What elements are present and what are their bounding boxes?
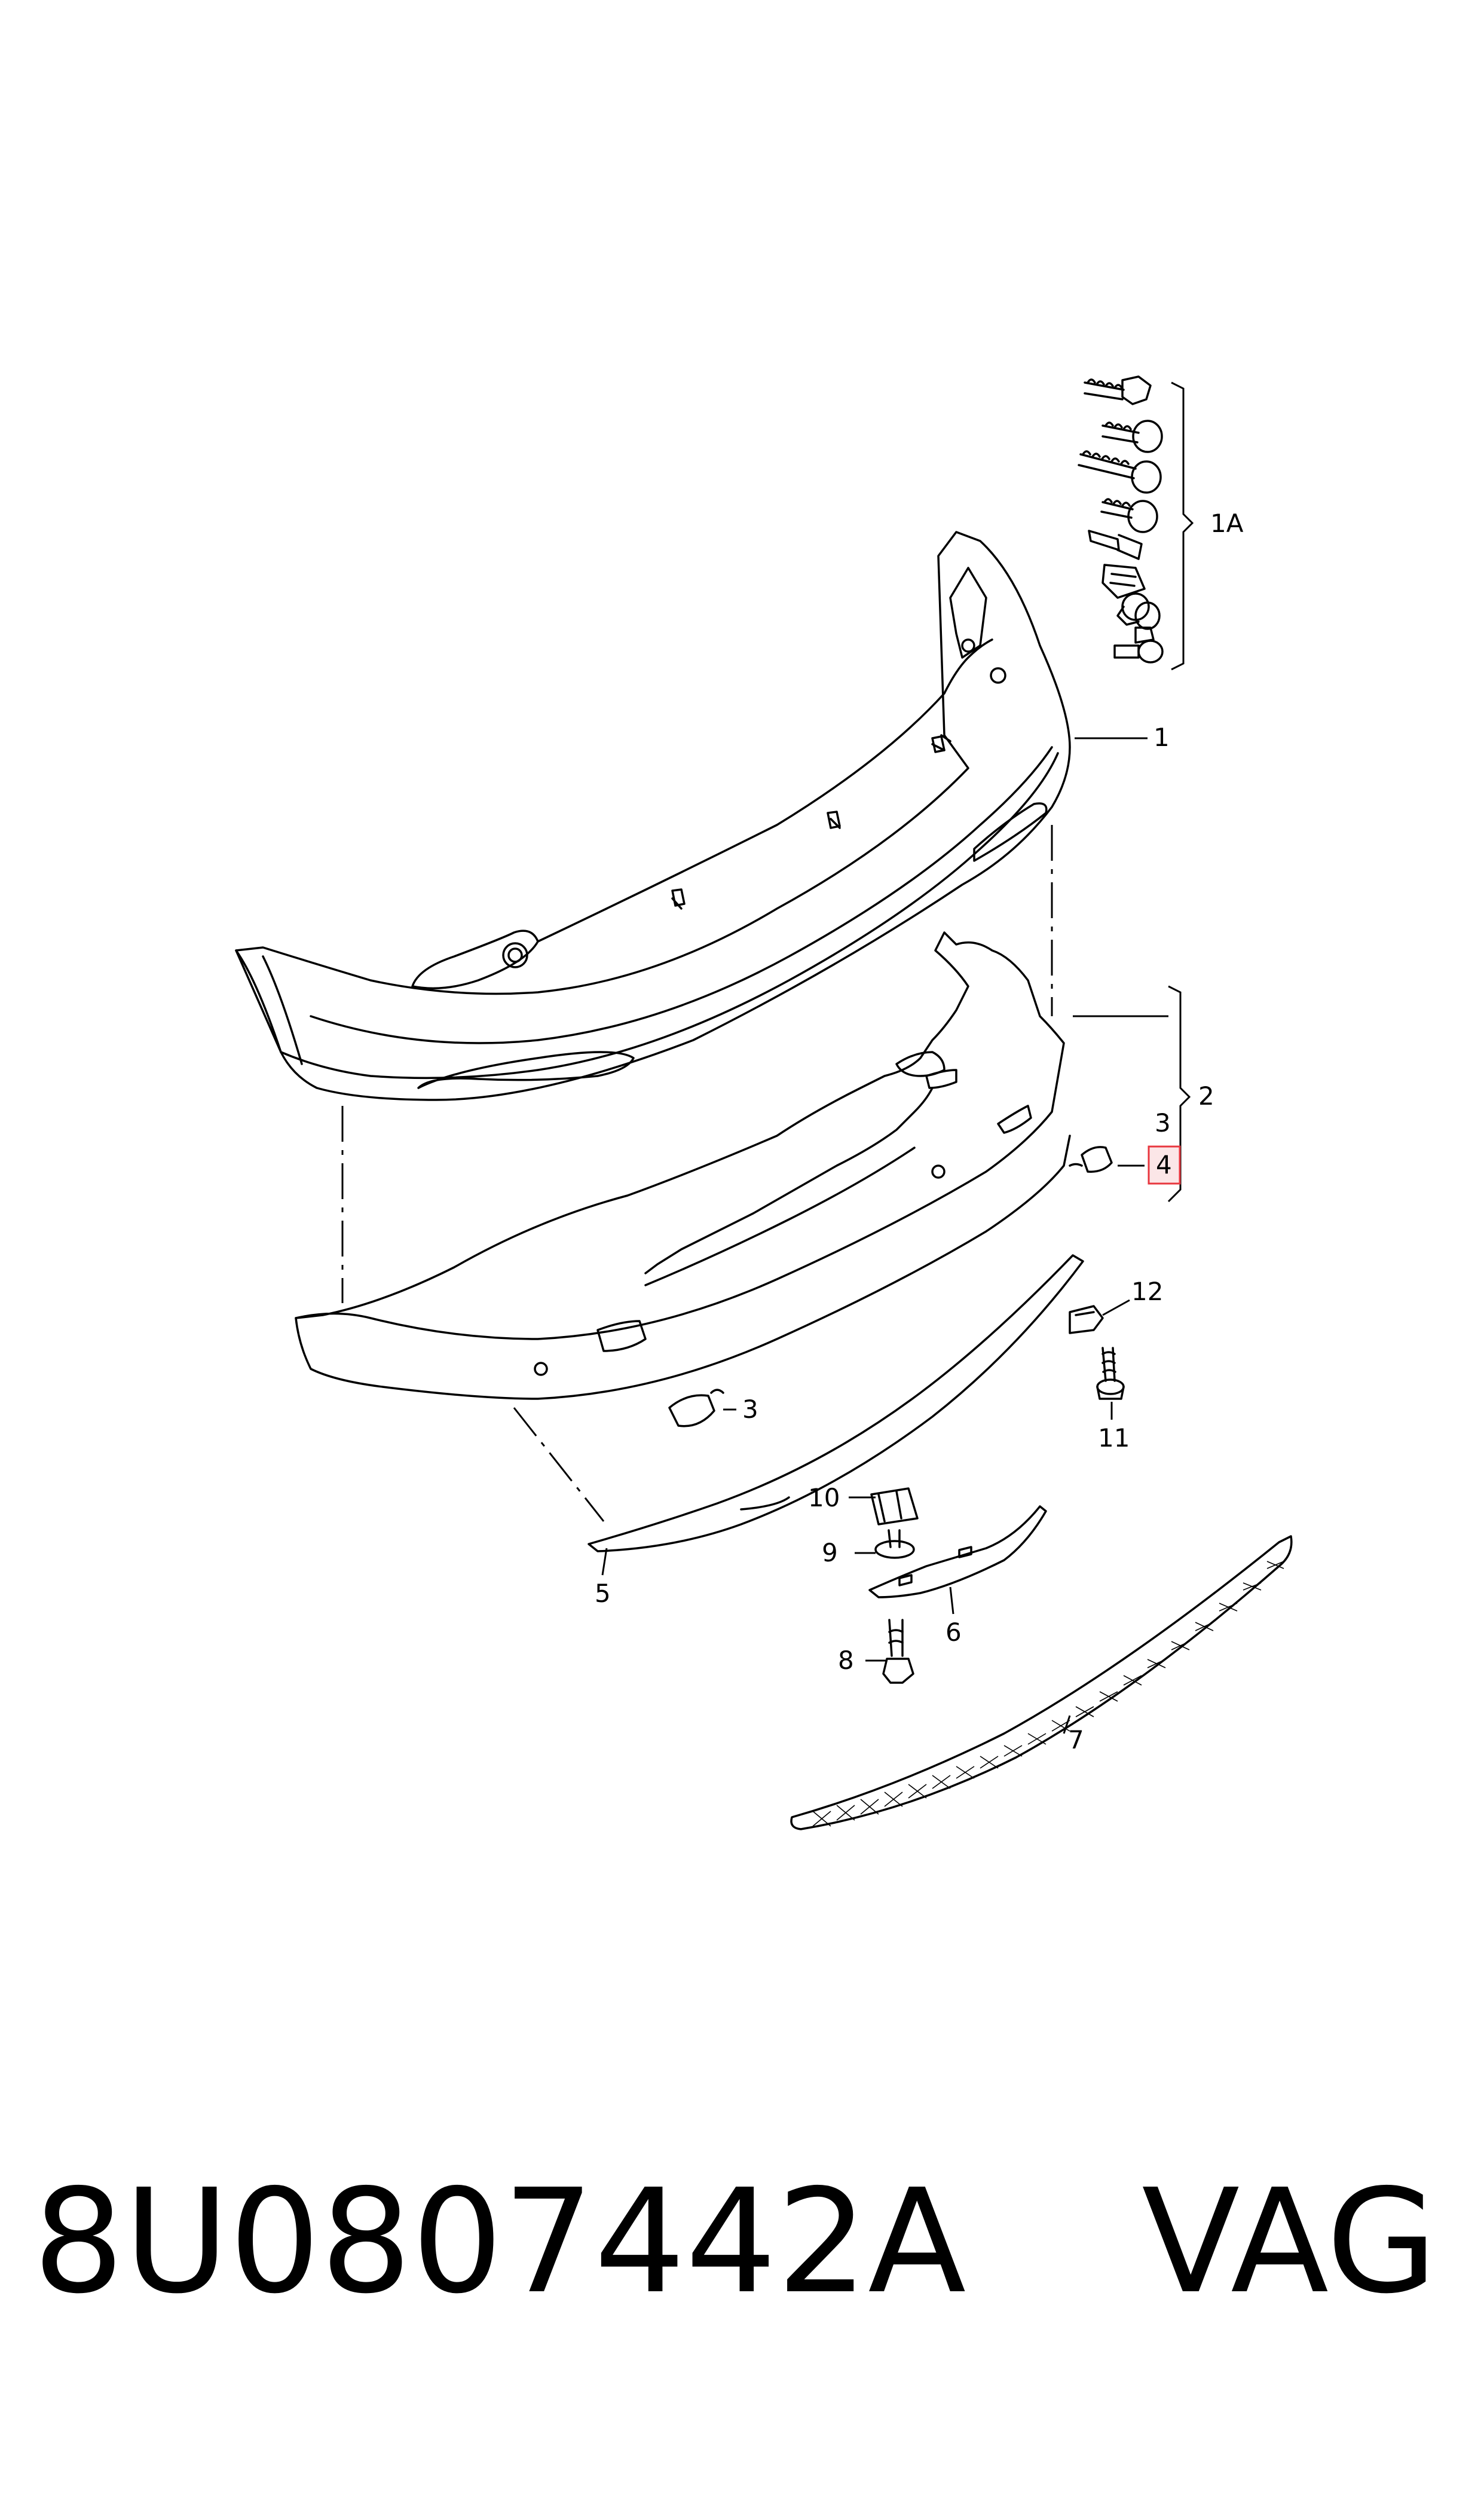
callout-4: 4: [1156, 1150, 1172, 1179]
callout-2: 2: [1198, 1081, 1214, 1111]
callout-4-highlight: [1148, 1145, 1181, 1185]
callout-5: 5: [595, 1579, 611, 1608]
callout-12: 12: [1131, 1277, 1163, 1306]
screw-part-11: [1096, 1347, 1125, 1400]
washer-part-9: [874, 1529, 915, 1559]
retainer-part-10: [870, 1487, 919, 1526]
alignment-lines: [341, 825, 1053, 1522]
callout-10: 10: [808, 1483, 840, 1512]
grille-mesh-part-7: [790, 1535, 1293, 1830]
callout-1: 1: [1153, 723, 1170, 752]
parts-diagram: 1A 1 2 3 4 3 12 11 10 9 5 6 8 7: [235, 375, 1293, 1830]
tow-eye-cap-lower: [668, 1389, 724, 1427]
callout-9: 9: [822, 1538, 838, 1567]
clip-part-12: [1069, 1305, 1104, 1334]
lower-bumper-section: [295, 931, 1071, 1400]
footer: 8U0807442A VAG: [33, 2164, 1455, 2319]
tow-eye-cap-upper: [1069, 1146, 1113, 1173]
callout-7: 7: [1068, 1725, 1084, 1754]
callout-8: 8: [838, 1646, 854, 1675]
callout-3-lower: 3: [742, 1395, 758, 1424]
reflector-strip-part-6: [868, 1505, 1047, 1598]
leader-lines: [601, 737, 1191, 1734]
bolt-part-8: [882, 1619, 914, 1684]
callout-labels: 1A 1 2 3 4 3 12 11 10 9 5 6 8 7: [595, 509, 1244, 1754]
brand-name: VAG: [1142, 2158, 1437, 2325]
callout-1a: 1A: [1210, 509, 1244, 538]
callout-3-upper: 3: [1155, 1108, 1171, 1138]
part-number: 8U0807442A: [33, 2158, 966, 2325]
trim-strip-part-5: [588, 1254, 1084, 1552]
fastener-set-1a: [1078, 375, 1194, 671]
callout-11: 11: [1098, 1423, 1130, 1453]
bumper-cover: [235, 531, 1071, 1101]
callout-6: 6: [946, 1618, 962, 1647]
